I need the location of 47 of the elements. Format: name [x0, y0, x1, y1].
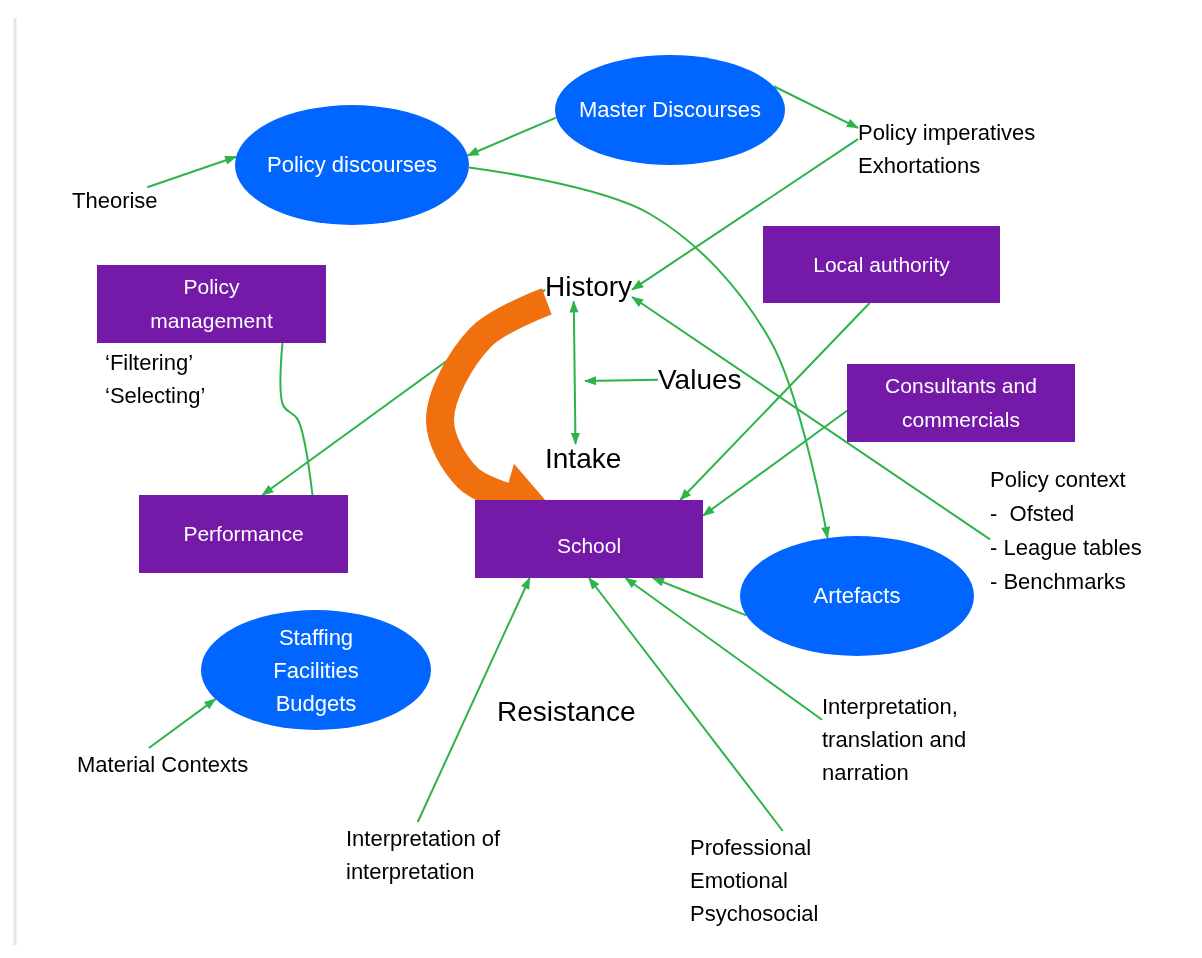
arrow — [624, 577, 823, 721]
arrow — [466, 116, 558, 157]
process-box — [475, 500, 703, 578]
text-label: - League tables — [990, 534, 1142, 563]
text-label: Resistance — [497, 697, 636, 727]
arrow — [631, 138, 859, 291]
text-label: Material Contexts — [77, 748, 249, 781]
node-label: Master Discourses — [578, 97, 762, 123]
annotation-text: ‘Selecting’ — [105, 382, 206, 410]
text-label: Professional Emotional Psychosocial — [690, 831, 850, 930]
text-label: Exhortations — [858, 152, 982, 180]
node-label: Consultants and commercials — [884, 373, 1038, 433]
connector-line — [279, 342, 314, 496]
annotation-text: ‘Filtering’ — [105, 349, 194, 377]
arrow — [702, 409, 848, 517]
arrow — [467, 166, 830, 539]
text-label: Policy imperatives — [858, 119, 1036, 147]
text-label: Theorise — [72, 184, 158, 217]
arrow — [416, 577, 531, 823]
arrow — [631, 296, 991, 541]
node-label: Performance — [183, 521, 304, 548]
node-label: Policy discourses — [267, 152, 437, 178]
double-arrow — [569, 300, 580, 445]
process-box — [97, 265, 326, 343]
text-label: Interpretation of interpretation — [346, 822, 551, 888]
arrow — [651, 577, 748, 617]
text-label: - Ofsted — [990, 500, 1076, 529]
node-label: Local authority — [813, 251, 950, 278]
node-label: Policy management — [149, 274, 274, 334]
text-label: Intake — [545, 444, 622, 474]
process-box — [763, 226, 1000, 303]
arrow — [588, 577, 784, 832]
text-label: Values — [658, 365, 742, 395]
arrow — [679, 302, 871, 501]
node-label: Artefacts — [813, 583, 901, 609]
node-label: School — [556, 533, 622, 560]
text-label: History — [545, 272, 633, 302]
process-box — [139, 495, 348, 573]
arrow — [146, 155, 238, 189]
arrow — [147, 698, 217, 749]
text-label: Policy context — [990, 466, 1127, 494]
node-label: Staffing Facilities Budgets — [272, 623, 360, 718]
arrow — [772, 85, 859, 129]
text-label: Interpretation, translation and narration — [822, 690, 1012, 789]
text-label: - Benchmarks — [990, 568, 1127, 597]
arrow — [584, 376, 659, 386]
process-box — [847, 364, 1075, 442]
